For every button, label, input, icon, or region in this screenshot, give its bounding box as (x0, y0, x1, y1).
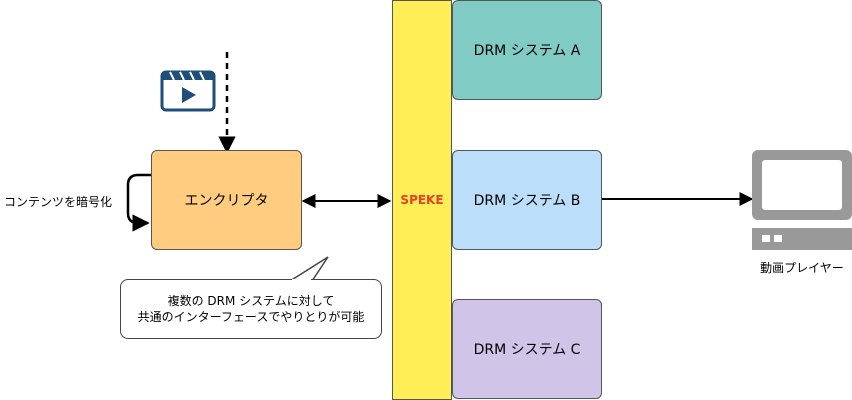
callout-note: 複数の DRM システムに対して 共通のインターフェースでやりとりが可能 (120, 279, 382, 339)
callout-tail-join (292, 279, 311, 282)
drm-system-c: DRM システム C (452, 299, 602, 399)
encrypt-loop-arrow (126, 173, 152, 232)
speke-bar: SPEKE (392, 0, 452, 400)
drm-system-a: DRM システム A (452, 0, 602, 100)
drm-system-b: DRM システム B (452, 150, 602, 250)
speke-label: SPEKE (400, 193, 444, 207)
drm-system-a-label: DRM システム A (473, 43, 581, 59)
drm-system-c-label: DRM システム C (473, 342, 581, 358)
callout-tail (289, 256, 329, 282)
player-label: 動画プレイヤー (760, 261, 844, 275)
video-clapper-icon (160, 70, 216, 112)
callout-line-1: 複数の DRM システムに対して (167, 294, 335, 308)
encryptor-node: エンクリプタ (151, 150, 302, 250)
drm-system-b-label: DRM システム B (473, 193, 581, 209)
encryptor-label: エンクリプタ (184, 193, 269, 209)
callout-line-2: 共通のインターフェースでやりとりが可能 (137, 310, 365, 324)
monitor-icon (752, 150, 852, 250)
encrypt-loop-label: コンテンツを暗号化 (4, 195, 113, 209)
